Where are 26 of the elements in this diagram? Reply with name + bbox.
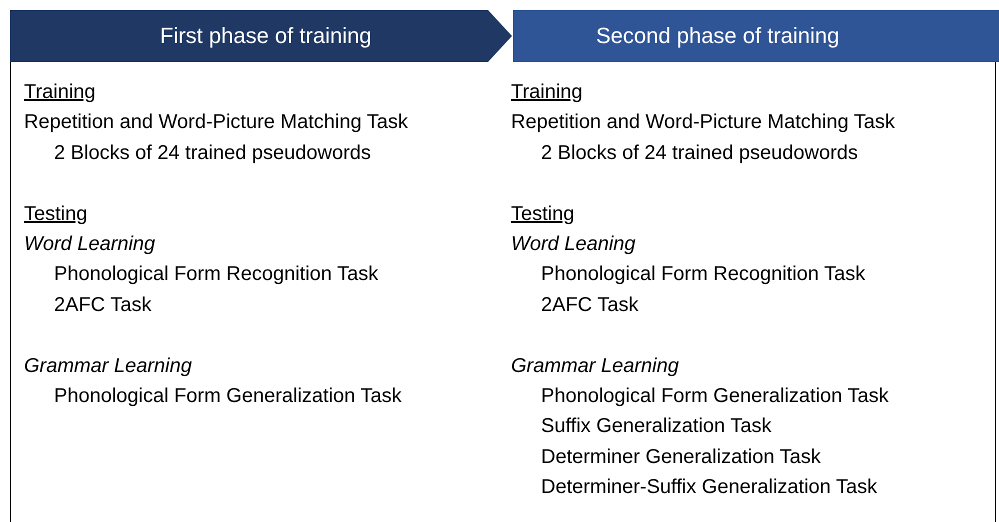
task-name: 2 Blocks of 24 trained pseudowords (54, 140, 371, 165)
task-name: Phonological Form Recognition Task (541, 262, 866, 286)
section-heading: Testing (511, 202, 574, 226)
task-name: Repetition and Word-Picture Matching Task (511, 110, 895, 134)
subsection-heading: Word Leaning (511, 232, 636, 256)
task-name: Repetition and Word-Picture Matching Task (24, 110, 408, 134)
content-panel (10, 62, 996, 522)
section-heading: Training (24, 80, 96, 104)
phase-header-banner (10, 10, 512, 62)
subsection-heading: Grammar Learning (24, 354, 192, 378)
task-name: 2 Blocks of 24 trained pseudowords (541, 140, 858, 165)
section-heading: Testing (24, 202, 88, 226)
task-name: 2AFC Task (54, 292, 152, 317)
task-name: Suffix Generalization Task (541, 414, 772, 438)
phase-header-banner (513, 10, 999, 62)
subsection-heading: Grammar Learning (511, 354, 679, 378)
task-name: Phonological Form Generalization Task (54, 384, 402, 408)
phase-title: First phase of training (160, 23, 372, 49)
task-name: Determiner-Suffix Generalization Task (541, 475, 878, 500)
task-name: 2AFC Task (541, 292, 638, 317)
section-heading: Training (511, 80, 583, 104)
task-name: Phonological Form Generalization Task (541, 384, 889, 408)
subsection-heading: Word Learning (24, 232, 156, 256)
task-name: Determiner Generalization Task (541, 444, 821, 469)
task-name: Phonological Form Recognition Task (54, 262, 378, 286)
phase-title: Second phase of training (596, 23, 840, 49)
